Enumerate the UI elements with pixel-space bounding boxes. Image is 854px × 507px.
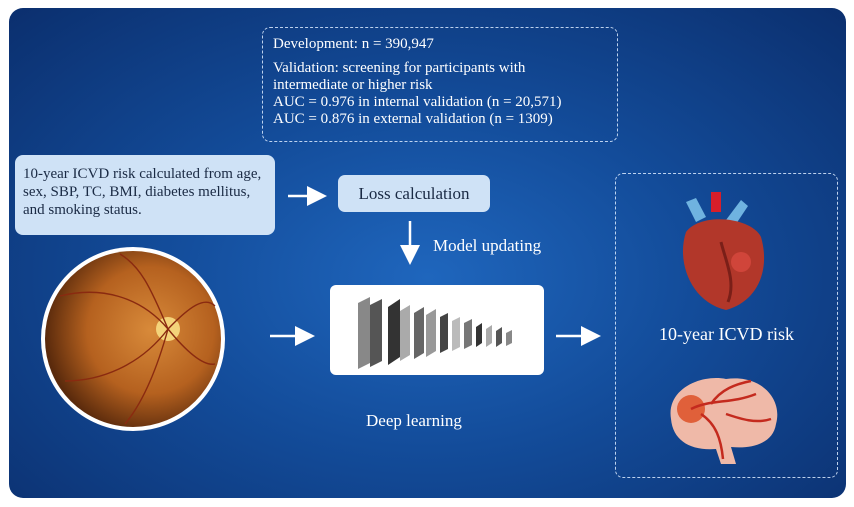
validation-line-1: Validation: screening for participants w… — [273, 60, 526, 76]
development-text: Development: n = 390,947 — [273, 36, 434, 52]
validation-box: Development: n = 390,947 Validation: scr… — [262, 27, 618, 142]
model-updating-label: Model updating — [433, 236, 542, 255]
deep-learning-label: Deep learning — [366, 411, 462, 430]
neural-network-layers-icon — [358, 297, 512, 369]
input-risk-box: 10-year ICVD risk calculated from age, s… — [15, 155, 275, 235]
output-box: 10-year ICVD risk — [615, 173, 838, 478]
brain-icon — [670, 378, 778, 464]
output-label: 10-year ICVD risk — [659, 324, 794, 344]
auc-external: AUC = 0.876 in external validation (n = … — [273, 111, 553, 127]
validation-line-2: intermediate or higher risk — [273, 77, 433, 93]
deep-learning-box — [330, 285, 544, 375]
retina-fundus-image — [41, 247, 225, 431]
auc-internal: AUC = 0.976 in internal validation (n = … — [273, 94, 562, 110]
loss-calculation-box: Loss calculation — [338, 175, 490, 212]
heart-icon — [682, 192, 765, 310]
